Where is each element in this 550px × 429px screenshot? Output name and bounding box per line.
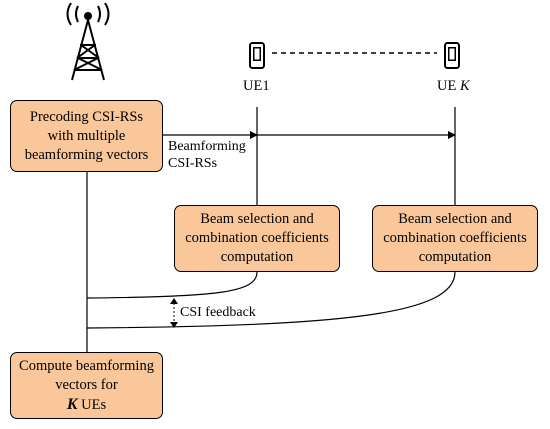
precoding-box: Precoding CSI-RSs with multiple beamform… [10, 100, 163, 172]
feedback-curve-ue1 [86, 271, 258, 299]
compute-box: Compute beamforming vectors for K UEs [10, 352, 163, 419]
beamforming-csi-rs-label: Beamforming CSI-RSs [168, 139, 246, 171]
phone-icon-ue1 [249, 42, 265, 69]
compute-ues: UEs [81, 396, 107, 413]
beam-selection-box-ue1: Beam selection and combination coefficie… [174, 205, 340, 272]
ue1-label: UE1 [243, 78, 270, 94]
uek-prefix: UE [437, 78, 457, 94]
uek-k: K [459, 78, 470, 94]
compute-box-tail: K UEs [67, 395, 106, 415]
cell-tower-icon [66, 2, 110, 81]
csi-feedback-label: CSI feedback [180, 305, 256, 320]
uek-label: UE K [437, 78, 470, 95]
phone-icon-uek [444, 42, 460, 69]
beam-selection-box-uek: Beam selection and combination coefficie… [372, 205, 538, 272]
feedback-curve-uek [86, 271, 456, 329]
compute-k: K [66, 395, 78, 413]
compute-box-text: Compute beamforming vectors for [19, 357, 154, 393]
